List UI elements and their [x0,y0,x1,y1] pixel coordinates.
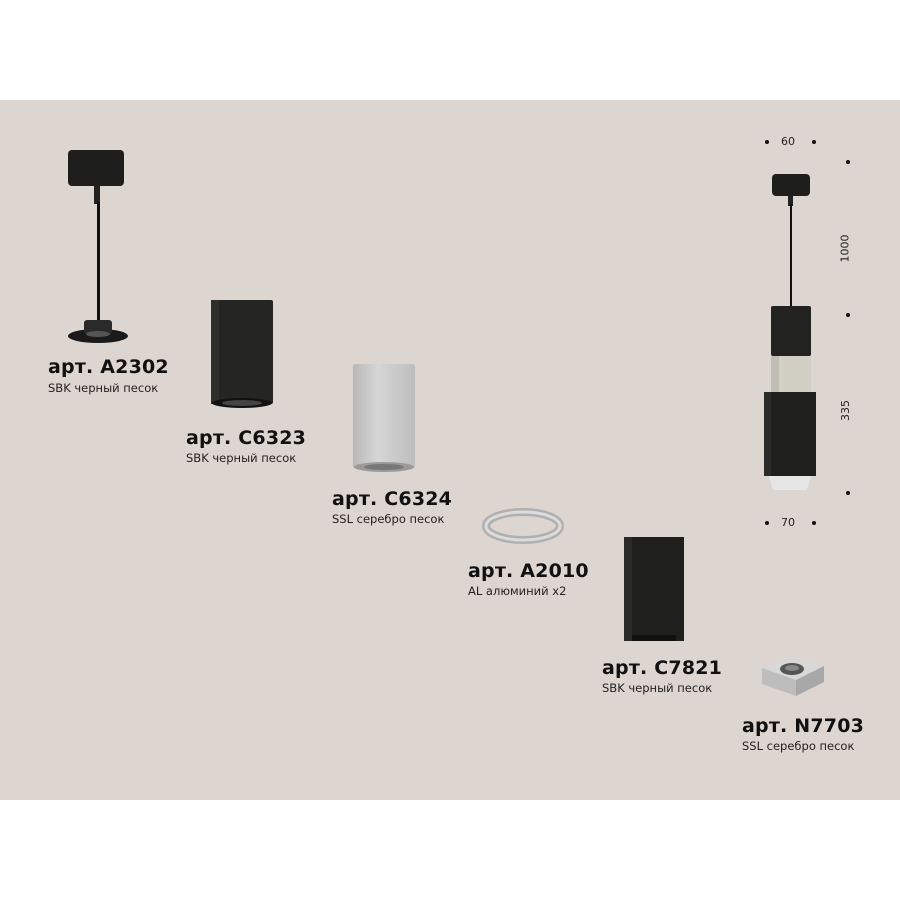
product-desc-c6324: SSL серебро песок [332,512,445,526]
product-art-a2010: арт. A2010 [468,560,589,582]
dimension-cable-length: 1000 [838,234,852,263]
dimension-top-width: 60 [781,135,795,148]
product-panel [0,100,900,800]
silver-cylinder-image [353,364,415,472]
black-cylinder-image [211,300,273,408]
product-desc-a2010: AL алюминий x2 [468,584,567,598]
product-art-c7821: арт. C7821 [602,657,723,679]
product-art-c6323: арт. C6323 [186,427,307,449]
silver-insert-image [762,656,824,696]
dim-dot [812,140,816,144]
product-desc-n7703: SSL серебро песок [742,739,855,753]
product-desc-c7821: SBK черный песок [602,681,713,695]
product-art-a2302: арт. A2302 [48,356,169,378]
dimension-body-height: 335 [839,400,852,421]
dim-dot [765,521,769,525]
product-art-n7703: арт. N7703 [742,715,865,737]
product-desc-c6323: SBK черный песок [186,451,297,465]
product-desc-a2302: SBK черный песок [48,381,159,395]
product-art-c6324: арт. C6324 [332,488,453,510]
dim-dot [846,160,850,164]
dim-dot [765,140,769,144]
assembled-lamp-image [764,174,816,490]
pendant-mount-image [68,150,128,343]
dim-dot [846,491,850,495]
dim-dot [846,313,850,317]
dimension-bottom-width: 70 [781,516,795,529]
dim-dot [812,521,816,525]
aluminium-ring-image [482,508,564,544]
black-square-body-image [624,537,684,641]
